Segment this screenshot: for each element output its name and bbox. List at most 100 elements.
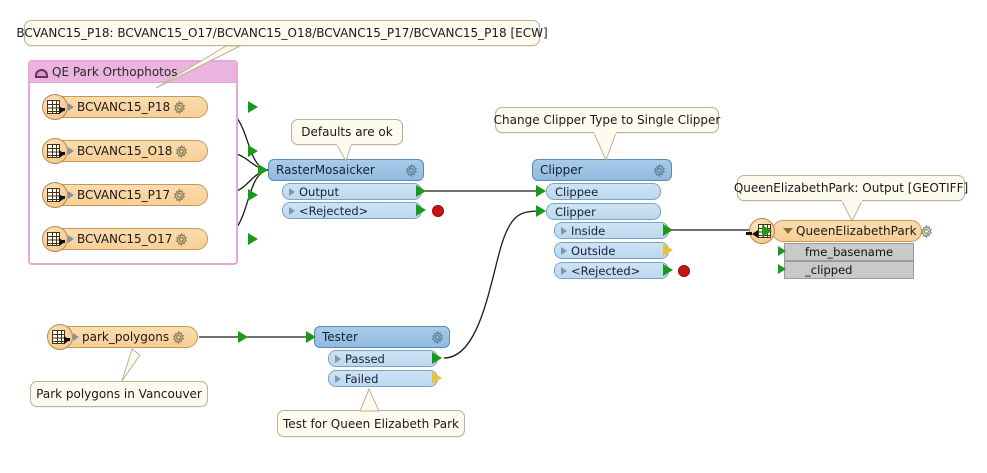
annotation-text: Change Clipper Type to Single Clipper — [493, 113, 721, 127]
annotation-change-clipper-type[interactable]: Change Clipper Type to Single Clipper — [493, 107, 721, 133]
gear-icon[interactable] — [920, 224, 933, 238]
gear-icon[interactable] — [175, 144, 188, 158]
port-label: Passed — [345, 351, 385, 366]
expand-triangle-icon — [68, 147, 74, 155]
transformer-header[interactable]: Tester — [314, 326, 450, 348]
annotation-text: QueenElizabethPark: Output [GEOTIFF] — [733, 181, 969, 195]
output-port-outside[interactable]: Outside — [554, 242, 669, 259]
port-triangle-icon — [289, 187, 295, 196]
writer-input-arrow — [762, 225, 772, 237]
output-port-rejected[interactable]: <Rejected> — [282, 202, 422, 219]
gear-icon[interactable] — [405, 163, 418, 177]
annotation-text: Park polygons in Vancouver — [36, 387, 202, 401]
callout-tail-defaults — [336, 144, 352, 162]
output-arrow-passed — [432, 352, 442, 364]
reader-bar[interactable]: BCVANC15_P17 — [45, 184, 208, 206]
writer-label: QueenElizabethPark — [796, 224, 917, 238]
port-triangle-icon — [335, 374, 341, 383]
reader-bar[interactable]: BCVANC15_O17 — [45, 228, 208, 250]
port-label: Inside — [571, 223, 606, 238]
reader-label: BCVANC15_O18 — [77, 144, 173, 158]
reader-label: BCVANC15_P18 — [77, 100, 171, 114]
writer-attr-clipped[interactable]: _clipped — [784, 261, 914, 279]
reader-source-icon — [42, 182, 68, 208]
port-triangle-icon — [561, 226, 567, 235]
input-arrow — [258, 164, 268, 176]
reader-bar[interactable]: BCVANC15_O18 — [45, 140, 208, 162]
reader-bar[interactable]: park_polygons — [50, 326, 198, 348]
output-arrow-failed — [432, 372, 442, 384]
port-label: Output — [299, 184, 339, 199]
port-triangle-icon — [561, 246, 567, 255]
gear-icon[interactable] — [431, 330, 444, 344]
output-arrow-inside — [663, 224, 673, 236]
port-label: Outside — [571, 243, 616, 258]
gear-icon[interactable] — [173, 100, 186, 114]
transformer-name: Tester — [322, 330, 358, 344]
bookmark-header[interactable]: QE Park Orthophotos — [30, 62, 236, 83]
bookmark-icon — [35, 66, 48, 78]
reader-source-icon — [42, 94, 68, 120]
input-arrow-clipper — [536, 205, 546, 217]
callout-tail-clipper — [593, 132, 617, 161]
transformer-name: Clipper — [540, 163, 583, 177]
port-label: <Rejected> — [571, 263, 641, 278]
annotation-text: BCVANC15_P18: BCVANC15_O17/BCVANC15_O18/… — [16, 26, 548, 40]
reader-source-icon — [42, 226, 68, 252]
rejected-terminator-dot[interactable] — [432, 205, 444, 217]
callout-tail-parkpoly — [121, 348, 141, 382]
port-triangle-icon — [289, 206, 295, 215]
output-arrow-rejected — [663, 264, 673, 276]
output-arrow-outside — [663, 244, 673, 256]
bookmark-title: QE Park Orthophotos — [52, 65, 178, 79]
expand-triangle-icon — [73, 333, 79, 341]
port-triangle-icon — [335, 354, 341, 363]
reader-source-icon — [42, 138, 68, 164]
annotation-park-polygons[interactable]: Park polygons in Vancouver — [30, 381, 208, 407]
reader-output-arrow — [248, 101, 258, 113]
output-port-output[interactable]: Output — [282, 183, 422, 200]
transformer-header[interactable]: Clipper — [532, 159, 672, 181]
annotation-defaults-are-ok[interactable]: Defaults are ok — [291, 119, 403, 145]
callout-tail-p18 — [155, 45, 241, 89]
attr-arrow-basename — [778, 246, 786, 256]
gear-icon[interactable] — [172, 330, 185, 344]
output-port-failed[interactable]: Failed — [328, 370, 438, 387]
output-port-passed[interactable]: Passed — [328, 350, 438, 367]
input-arrow — [306, 331, 316, 343]
output-port-inside[interactable]: Inside — [554, 222, 669, 239]
reader-output-arrow — [248, 145, 258, 157]
port-triangle-icon — [561, 266, 567, 275]
output-port-rejected[interactable]: <Rejected> — [554, 262, 669, 279]
output-arrow-rejected — [416, 204, 426, 216]
input-port-clipper[interactable]: Clipper — [546, 203, 661, 220]
output-arrow-output — [416, 185, 426, 197]
reader-label: park_polygons — [82, 330, 170, 344]
reader-bar[interactable]: BCVANC15_P18 — [45, 96, 208, 118]
input-port-clippee[interactable]: Clippee — [546, 183, 661, 200]
rejected-terminator-dot[interactable] — [678, 265, 690, 277]
annotation-text: Defaults are ok — [301, 125, 393, 139]
reader-source-icon — [47, 324, 73, 350]
writer-attr-fme-basename[interactable]: fme_basename — [784, 243, 914, 261]
transformer-header[interactable]: RasterMosaicker — [268, 159, 424, 181]
port-label: Clippee — [555, 184, 599, 199]
callout-tail-tester — [359, 388, 380, 412]
expand-triangle-icon — [68, 103, 74, 111]
expand-triangle-icon — [68, 235, 74, 243]
gear-icon[interactable] — [653, 163, 666, 177]
gear-icon[interactable] — [175, 232, 188, 246]
transformer-name: RasterMosaicker — [276, 163, 375, 177]
reader-label: BCVANC15_O17 — [77, 232, 173, 246]
callout-tail-writer — [841, 200, 863, 222]
annotation-p18-sources[interactable]: BCVANC15_P18: BCVANC15_O17/BCVANC15_O18/… — [16, 20, 548, 46]
attribute-label: fme_basename — [805, 245, 894, 259]
port-label: Failed — [345, 371, 379, 386]
input-arrow-clippee — [536, 185, 546, 197]
port-label: Clipper — [555, 204, 596, 219]
annotation-test-for-qe-park[interactable]: Test for Queen Elizabeth Park — [277, 410, 465, 437]
gear-icon[interactable] — [173, 188, 186, 202]
writer-bar[interactable]: QueenElizabethPark — [772, 220, 932, 242]
annotation-writer-output[interactable]: QueenElizabethPark: Output [GEOTIFF] — [733, 175, 969, 201]
